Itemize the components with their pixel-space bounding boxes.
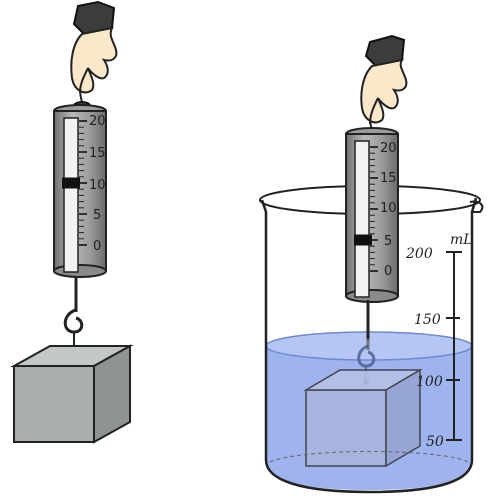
beaker-mark-50: 50: [426, 434, 444, 450]
left-setup: 20 15 10 5 0: [14, 2, 130, 442]
left-hand: [71, 2, 116, 92]
right-hand: [361, 36, 406, 124]
right-tick-label-10: 10: [380, 201, 397, 216]
left-pointer: [62, 178, 80, 189]
right-tick-label-0: 0: [384, 264, 392, 279]
beaker-mark-100: 100: [416, 374, 443, 390]
left-tick-label-20: 20: [89, 114, 106, 129]
left-tick-label-5: 5: [93, 208, 101, 223]
beaker-mark-200: 200: [405, 246, 433, 262]
left-spring-scale: 20 15 10 5 0: [54, 105, 106, 277]
right-setup: 20 15 10 5 0: [260, 36, 482, 492]
right-tick-label-20: 20: [380, 141, 397, 156]
left-block: [14, 346, 130, 442]
left-tick-label-15: 15: [89, 146, 106, 161]
beaker-mark-150: 150: [414, 312, 441, 328]
beaker-unit-label: mL: [450, 232, 473, 248]
right-pointer: [354, 235, 372, 246]
right-tick-label-15: 15: [380, 171, 397, 186]
right-spring-scale: 20 15 10 5 0: [346, 128, 398, 302]
right-tick-label-5: 5: [384, 234, 392, 249]
left-tick-label-0: 0: [93, 239, 101, 254]
left-tick-label-10: 10: [89, 178, 106, 193]
